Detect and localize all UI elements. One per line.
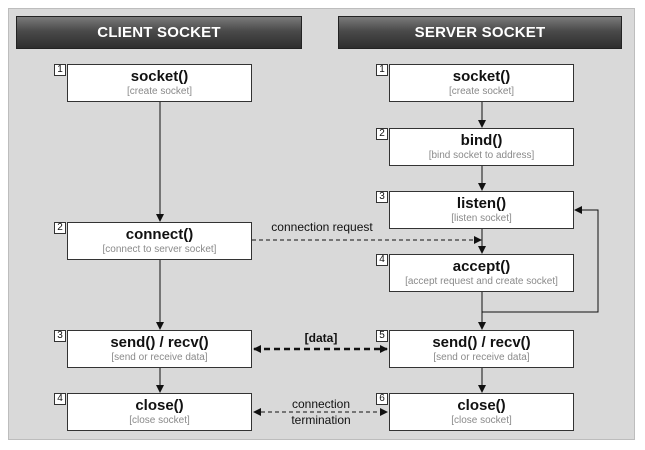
client-connect-desc: [connect to server socket] (102, 244, 217, 255)
server-bind-fn: bind() (460, 132, 503, 149)
client-socket-box: socket() [create socket] (67, 64, 252, 102)
server-accept-box: accept() [accept request and create sock… (389, 254, 574, 292)
client-socket-desc: [create socket] (126, 86, 193, 97)
server-listen-fn: listen() (456, 195, 507, 212)
server-socket-desc: [create socket] (448, 86, 515, 97)
data-label: [data] (304, 331, 338, 345)
server-socket-fn: socket() (452, 68, 511, 85)
server-step-number: 3 (376, 191, 388, 203)
client-step-number: 3 (54, 330, 66, 342)
server-accept-desc: [accept request and create socket] (405, 276, 558, 287)
client-send-recv-fn: send() / recv() (110, 334, 209, 351)
server-step-number: 4 (376, 254, 388, 266)
client-step-number: 2 (54, 222, 66, 234)
server-listen-box: listen() [listen socket] (389, 191, 574, 229)
client-close-desc: [close socket] (129, 415, 190, 426)
server-step-number: 5 (376, 330, 388, 342)
server-close-fn: close() (457, 397, 506, 414)
client-socket-fn: socket() (130, 68, 189, 85)
termination-label-line2: termination (291, 413, 351, 427)
server-step-number: 6 (376, 393, 388, 405)
client-step-number: 4 (54, 393, 66, 405)
server-send-recv-fn: send() / recv() (432, 334, 531, 351)
server-send-recv-box: send() / recv() [send or receive data] (389, 330, 574, 368)
server-bind-desc: [bind socket to address] (428, 150, 535, 161)
client-connect-box: connect() [connect to server socket] (67, 222, 252, 260)
server-step-number: 2 (376, 128, 388, 140)
server-close-desc: [close socket] (451, 415, 512, 426)
client-close-box: close() [close socket] (67, 393, 252, 431)
server-socket-header: SERVER SOCKET (338, 16, 622, 49)
client-send-recv-box: send() / recv() [send or receive data] (67, 330, 252, 368)
client-connect-fn: connect() (125, 226, 194, 243)
server-listen-desc: [listen socket] (451, 213, 512, 224)
server-close-box: close() [close socket] (389, 393, 574, 431)
server-loop-back-to-listen (482, 206, 599, 313)
server-accept-fn: accept() (452, 258, 511, 275)
server-socket-box: socket() [create socket] (389, 64, 574, 102)
connection-request-label: connection request (271, 220, 373, 234)
client-socket-header: CLIENT SOCKET (16, 16, 302, 49)
server-step-number: 1 (376, 64, 388, 76)
client-step-number: 1 (54, 64, 66, 76)
server-bind-box: bind() [bind socket to address] (389, 128, 574, 166)
client-close-fn: close() (135, 397, 184, 414)
client-send-recv-desc: [send or receive data] (111, 352, 208, 363)
server-send-recv-desc: [send or receive data] (433, 352, 530, 363)
termination-label-line1: connection (291, 397, 351, 411)
